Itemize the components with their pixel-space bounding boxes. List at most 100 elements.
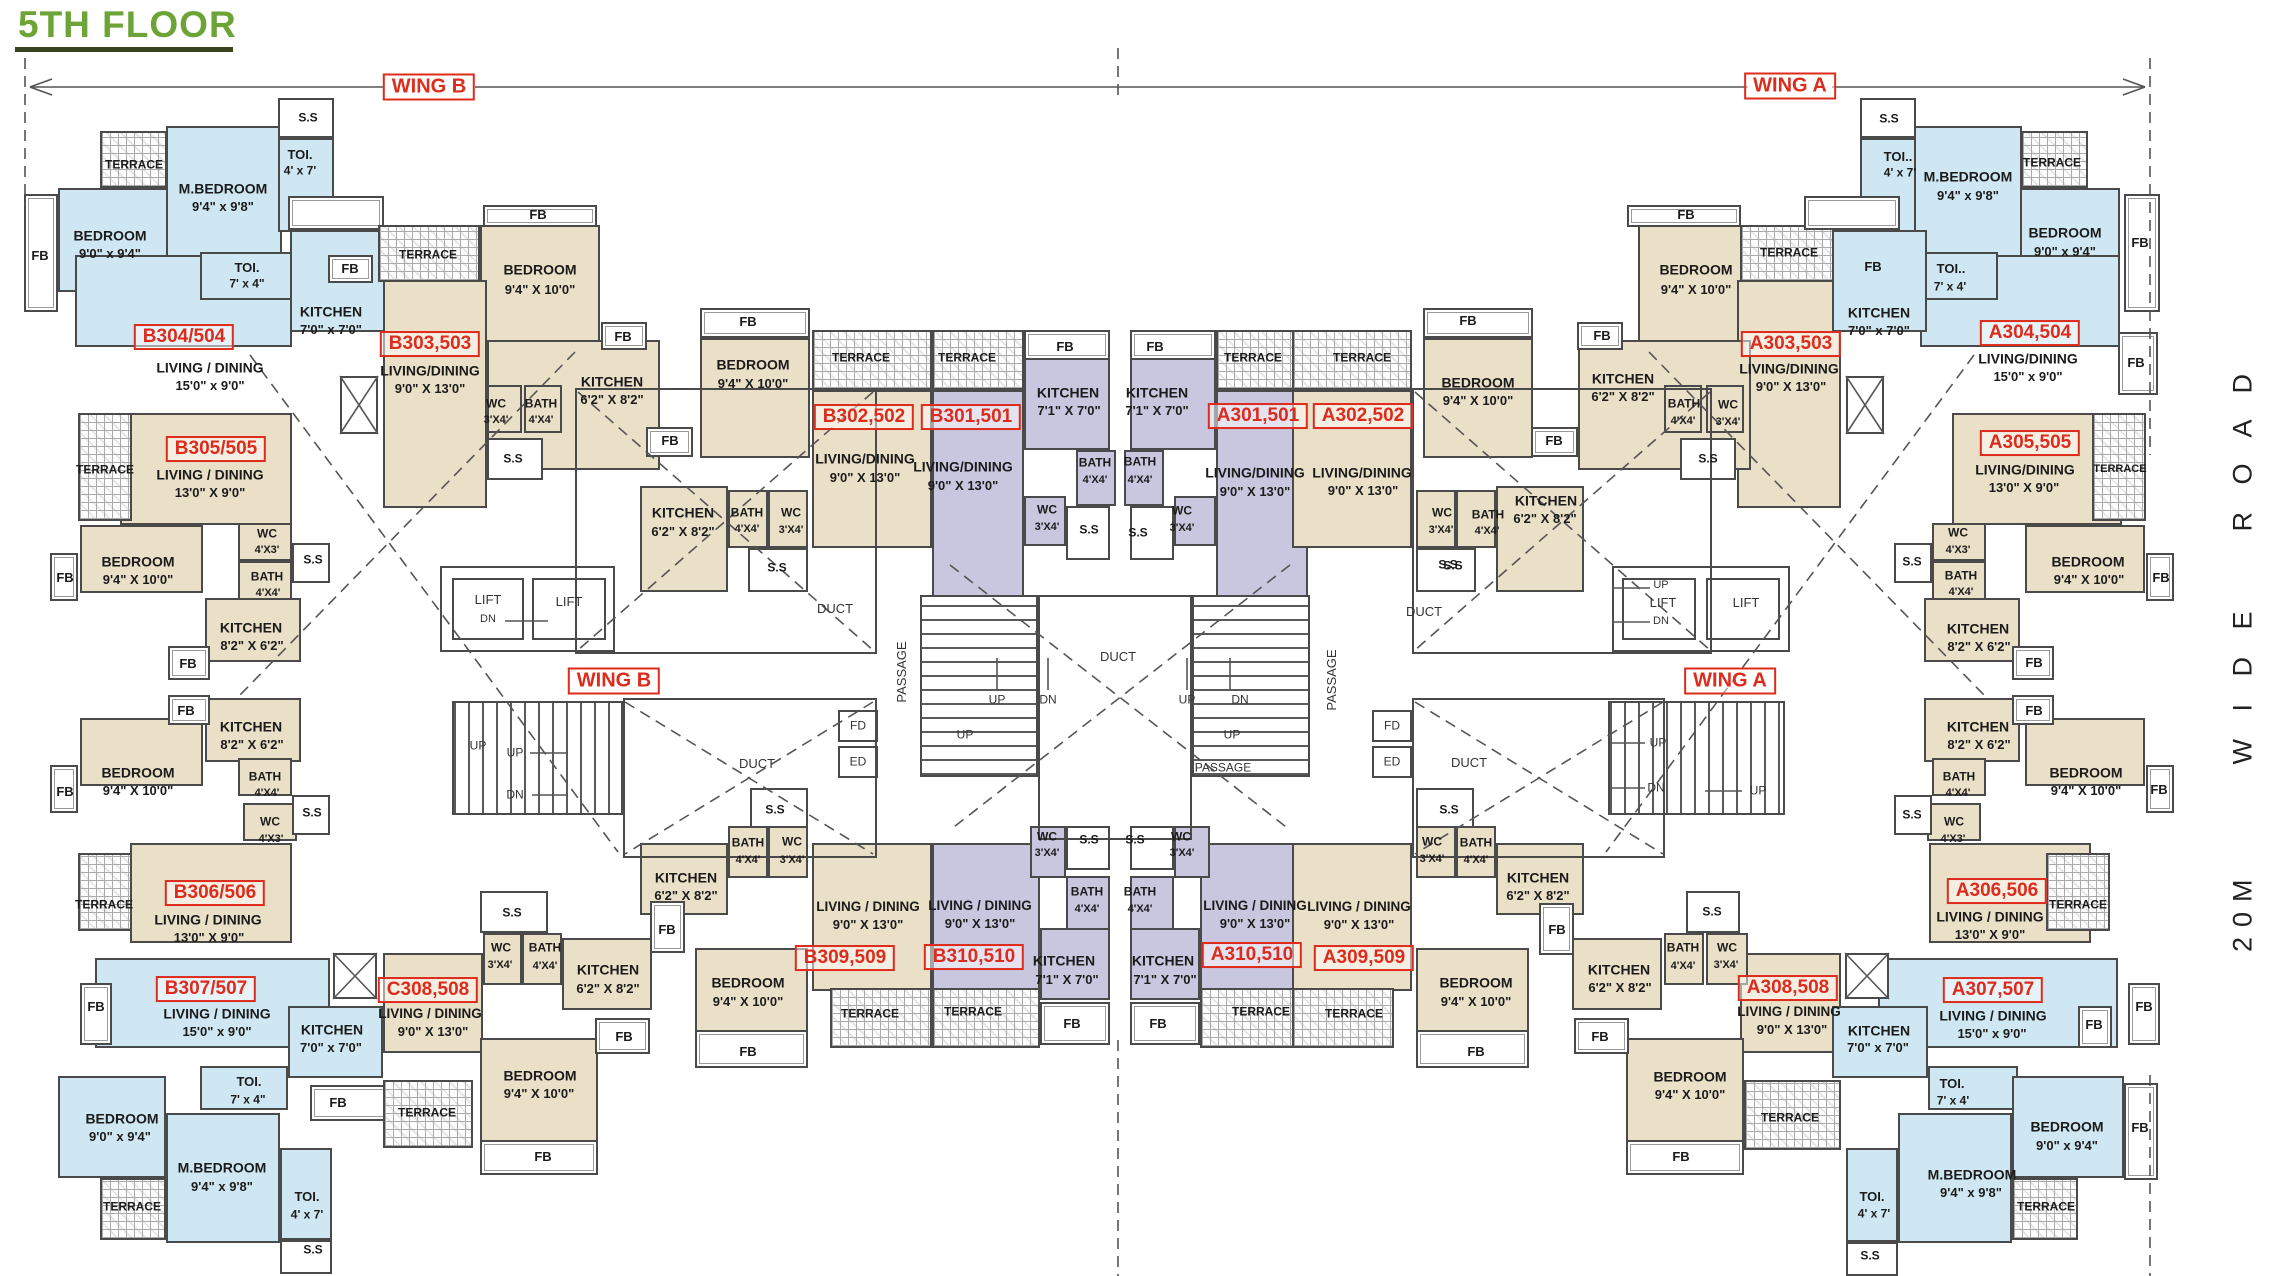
- duct-c-l: DUCT: [1099, 649, 1137, 665]
- a306-terr-l: TERRACE: [2048, 897, 2108, 912]
- b306-bath-d: 4'X4': [254, 787, 280, 800]
- x-ur-1: [1414, 391, 1711, 651]
- b307-toi2-l: TOI.: [294, 1189, 320, 1205]
- a308-fb-bottom: [1626, 1140, 1744, 1175]
- stairsCL-dn: DN: [1039, 692, 1057, 707]
- b304-toi2-d: 7' x 4": [229, 276, 265, 291]
- b305-liv-d: 13'0" X 9'0": [174, 485, 246, 501]
- b306-terr-l: TERRACE: [74, 897, 134, 912]
- b310-tag: B310,510: [923, 944, 1025, 970]
- b305-fb1: FB: [56, 570, 74, 586]
- b302-terrace: [812, 330, 932, 390]
- a305-kitchen: [1924, 598, 2020, 662]
- b305-liv-l: LIVING / DINING: [156, 466, 264, 483]
- b302-bedroom: [700, 338, 810, 458]
- b303-terr-l: TERRACE: [398, 247, 458, 262]
- b305-bed-l: BEDROOM: [101, 553, 175, 570]
- duct-lower-left: [623, 698, 877, 858]
- b301-wc-d: 3'X4': [1034, 521, 1060, 534]
- a303-kit-l: KITCHEN: [1591, 370, 1655, 387]
- a307-toi1-d: 7' x 4': [1936, 1093, 1970, 1108]
- stairs-center-right: [1192, 595, 1310, 777]
- b303-fb-top: [483, 205, 597, 227]
- b304-kit-d: 7'0" x 7'0": [300, 322, 362, 338]
- lift-l1-l: LIFT: [474, 592, 502, 608]
- b310-bath: [1066, 876, 1110, 930]
- b309-bath-l: BATH: [731, 835, 765, 850]
- x-ll-2: [624, 701, 874, 855]
- a307-terr-l: TERRACE: [2016, 1199, 2076, 1214]
- wing-b-top: WING B: [382, 73, 476, 101]
- b310-fb: [1040, 1002, 1110, 1045]
- b310-kit-l: KITCHEN: [1032, 952, 1096, 969]
- stairsCL-up2: UP: [988, 692, 1006, 707]
- a304-bed-d: 9'0" x 9'4": [2034, 244, 2096, 260]
- a308-bed-d: 9'4" X 10'0": [1654, 1087, 1726, 1103]
- b302-kit-l: KITCHEN: [651, 504, 715, 521]
- b303-ss: [487, 438, 543, 480]
- a310-terrace: [1200, 988, 1310, 1048]
- x-ul-1: [577, 391, 874, 651]
- a304-toi1-d: 4' x 7': [1883, 165, 1917, 180]
- c308-bed-l: BEDROOM: [503, 1067, 577, 1084]
- b307-fb2: FB: [329, 1095, 347, 1111]
- a304-terrace: [2021, 131, 2088, 188]
- a301-kit-d: 7'1" X 7'0": [1125, 403, 1189, 419]
- xbox-br-2: [1844, 952, 1890, 1000]
- b305-living: [120, 413, 292, 525]
- a301-terr-l: TERRACE: [1223, 350, 1283, 365]
- a308-terr-l: TERRACE: [1760, 1110, 1820, 1125]
- b305-tag: B305/505: [165, 436, 267, 462]
- a303-fb3: FB: [1593, 328, 1611, 344]
- b305-wc-d: 4'X3': [254, 544, 280, 557]
- a306-tag: A306,506: [1946, 878, 2048, 904]
- b309-terr-l: TERRACE: [840, 1006, 900, 1021]
- stairsL-dn: DN: [506, 787, 524, 802]
- xbox-tr-2: [1845, 375, 1885, 435]
- b305-bedroom: [80, 525, 203, 593]
- b305-terr-l: TERRACE: [75, 462, 135, 477]
- b305-kit-l: KITCHEN: [219, 619, 283, 636]
- a306-fb2: FB: [2150, 782, 2168, 798]
- page-title: 5TH FLOOR: [18, 4, 237, 45]
- b309-bath-d: 4'X4': [735, 854, 761, 867]
- b307-mbed-l: M.BEDROOM: [177, 1159, 267, 1176]
- a303-terrace: [1740, 225, 1844, 282]
- b304-bed-d: 9'0" x 9'4": [79, 246, 141, 262]
- a310-tag: A310,510: [1201, 942, 1303, 968]
- a308-living: [1740, 953, 1841, 1053]
- duct-ul-l: DUCT: [816, 601, 854, 617]
- b305-fb-left: [50, 553, 78, 601]
- b306-bed-l: BEDROOM: [101, 764, 175, 781]
- b304-fb-side: [328, 255, 373, 283]
- wing-a-mid: WING A: [1684, 667, 1776, 695]
- a304-toi1-l: TOI..: [1883, 149, 1913, 165]
- b303-wc: [487, 385, 522, 433]
- b310-ss: [1066, 826, 1110, 870]
- a304-kit-l: KITCHEN: [1847, 304, 1911, 321]
- b310-bath-l: BATH: [1070, 884, 1104, 899]
- a302-kit-d: 6'2" X 8'2": [1513, 511, 1577, 527]
- a301-terrace: [1216, 330, 1304, 390]
- a306-wc: [1927, 803, 1981, 841]
- b310-ss-l: S.S: [1079, 832, 1099, 847]
- b310-liv-l: LIVING / DINING: [928, 897, 1032, 913]
- b303-bath-l: BATH: [524, 396, 558, 411]
- b306-liv-l: LIVING / DINING: [154, 911, 262, 928]
- a306-fb1: FB: [2025, 703, 2043, 719]
- a307-ss: [1846, 1242, 1898, 1276]
- b310-terrace: [932, 988, 1040, 1048]
- duct-center: [1038, 595, 1192, 840]
- a307-fb1: FB: [2085, 1017, 2103, 1033]
- lift-r2-l: LIFT: [1732, 595, 1760, 611]
- b303-kit-d: 6'2" X 8'2": [580, 392, 644, 408]
- a307-mbed-l: M.BEDROOM: [1927, 1166, 2017, 1183]
- stairsR-up2: UP: [1749, 783, 1767, 798]
- b306-terrace: [78, 853, 132, 931]
- b307-kit-l: KITCHEN: [300, 1021, 364, 1038]
- lift-r1-l: LIFT: [1649, 595, 1677, 611]
- x-rightvoid-1: [1605, 354, 1975, 853]
- b309-terrace: [830, 988, 932, 1048]
- c308-wc-l: WC: [491, 940, 511, 955]
- a302-bath-l: BATH: [1471, 507, 1505, 522]
